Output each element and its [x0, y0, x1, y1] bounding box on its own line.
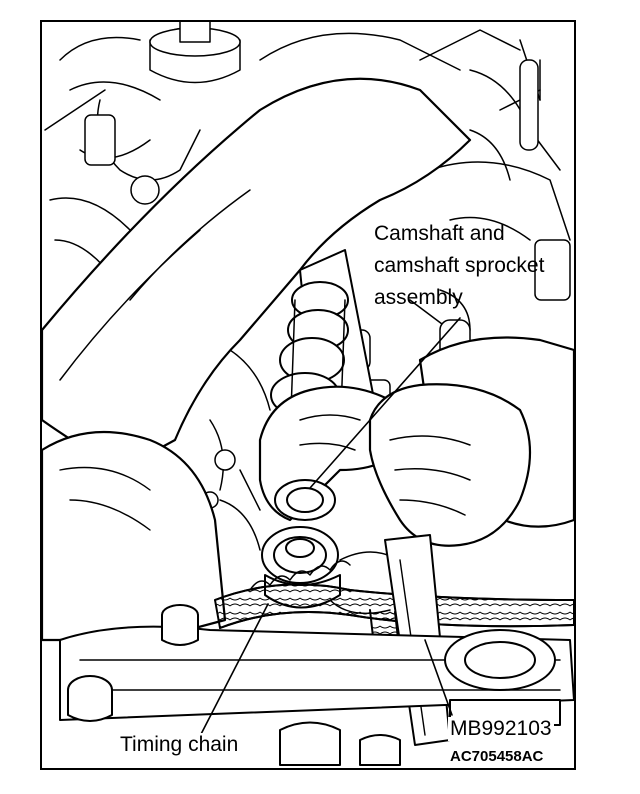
label-timing-chain: Timing chain: [118, 733, 241, 757]
upper-arm-sleeve: [42, 77, 472, 472]
right-hand: [368, 383, 532, 547]
label-camshaft-line1: Camshaft and: [374, 222, 505, 245]
figure-code: AC705458AC: [450, 748, 544, 765]
lower-left-sleeve: [42, 430, 227, 642]
label-tool: MB992103: [448, 717, 554, 741]
leader-lines: [197, 317, 461, 741]
label-camshaft-line2: camshaft sprocket: [374, 254, 545, 277]
label-camshaft-line3: assembly: [374, 286, 463, 309]
